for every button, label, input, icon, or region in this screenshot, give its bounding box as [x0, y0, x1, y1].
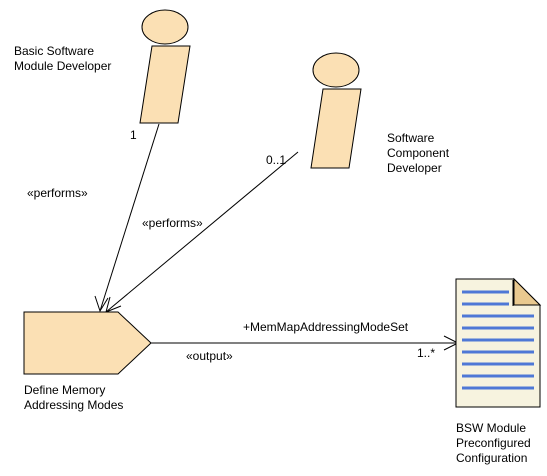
performs-stereotype-bsw: «performs»: [27, 186, 88, 200]
define-memory-addressing-modes-task[interactable]: [23, 311, 152, 375]
bsw-developer-multiplicity: 1: [130, 128, 137, 142]
swc-developer-label: Software Component Developer: [387, 131, 450, 175]
performs-association-swc[interactable]: [105, 151, 299, 313]
output-stereotype: «output»: [186, 349, 233, 363]
bsw-developer-label: Basic Software Module Developer: [14, 44, 112, 73]
artifact-label: BSW Module Preconfigured Configuration: [456, 421, 531, 465]
swc-developer-role-icon[interactable]: [310, 52, 362, 169]
output-role-label: +MemMapAddressingModeSet: [243, 320, 409, 334]
output-multiplicity: 1..*: [417, 346, 436, 360]
output-association[interactable]: [151, 335, 460, 351]
performs-stereotype-swc: «performs»: [142, 216, 203, 230]
document-icon[interactable]: [455, 277, 542, 408]
swc-developer-multiplicity: 0..1: [266, 153, 287, 167]
task-label: Define Memory Addressing Modes: [24, 383, 124, 412]
bsw-developer-role-icon[interactable]: [139, 9, 191, 124]
performs-association-bsw[interactable]: [94, 123, 160, 313]
